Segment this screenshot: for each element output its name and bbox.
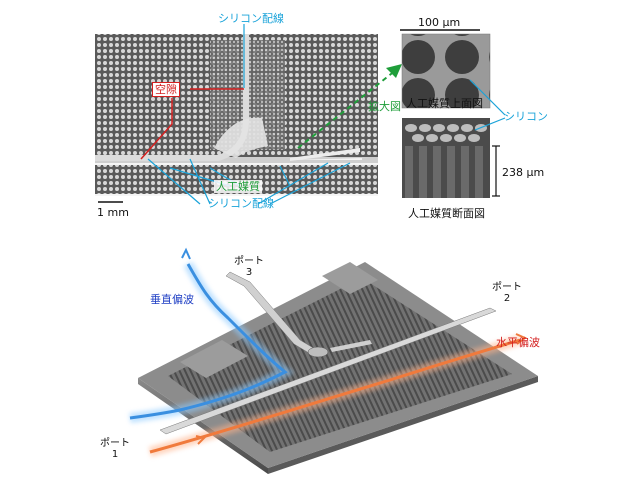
port-2-text: ポート [492, 282, 522, 293]
enlarged-view-label: 拡大図 [368, 100, 401, 113]
device-3d-render [138, 262, 538, 474]
artificial-medium-label: 人工媒質 [214, 180, 262, 193]
vertical-polarization-wave [129, 247, 295, 423]
port-1-text: ポート [100, 438, 130, 449]
port-3-text: ポート [234, 256, 264, 267]
port-3-number: 3 [245, 267, 253, 278]
silicon-pointer-lines [469, 79, 506, 131]
horizontal-polarization-label: 水平偏波 [496, 336, 540, 349]
vertical-polarization-label: 垂直偏波 [150, 293, 194, 306]
void-pointer-lines [140, 88, 244, 160]
horizontal-polarization-wave [148, 333, 527, 457]
port-1-number: 1 [111, 449, 119, 460]
port-2-number: 2 [503, 293, 511, 304]
thickness-label: 238 μm [502, 166, 545, 179]
silicon-wiring-label-top: シリコン配線 [218, 12, 284, 25]
sem-top-view [401, 33, 491, 109]
thickness-bar [492, 145, 500, 197]
device-micrograph [95, 34, 378, 196]
sem-cross-section-view [402, 118, 490, 198]
port-2-label: ポート 2 [492, 282, 522, 304]
cross-section-label: 人工媒質断面図 [408, 207, 485, 220]
port-1-label: ポート 1 [100, 438, 130, 460]
silicon-wiring-label-bottom: シリコン配線 [208, 197, 274, 210]
top-view-label: 人工媒質上面図 [406, 97, 483, 110]
silicon-label: シリコン [504, 110, 548, 123]
scale-100um-label: 100 μm [418, 16, 461, 29]
void-label: 空隙 [152, 82, 180, 97]
enlarge-arrow [297, 64, 402, 149]
scale-1mm-label: 1 mm [97, 206, 129, 219]
port-3-label: ポート 3 [234, 256, 264, 278]
